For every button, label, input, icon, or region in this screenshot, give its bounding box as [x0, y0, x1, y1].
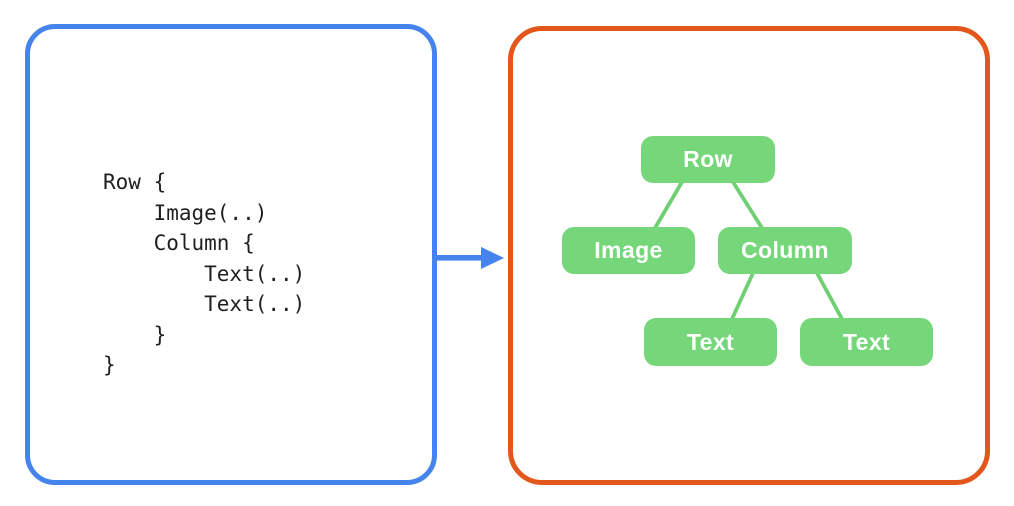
- arrow-shaft: [436, 255, 484, 261]
- tree-node-text-2: Text: [800, 318, 933, 366]
- code-panel: [25, 24, 437, 485]
- tree-node-image: Image: [562, 227, 695, 274]
- tree-node-column: Column: [718, 227, 852, 274]
- arrow-head: [481, 247, 504, 269]
- arrow-right-icon: [436, 247, 504, 269]
- compose-code-snippet: Row { Image(..) Column { Text(..) Text(.…: [103, 170, 306, 377]
- tree-node-row: Row: [641, 136, 775, 183]
- tree-node-text-1: Text: [644, 318, 777, 366]
